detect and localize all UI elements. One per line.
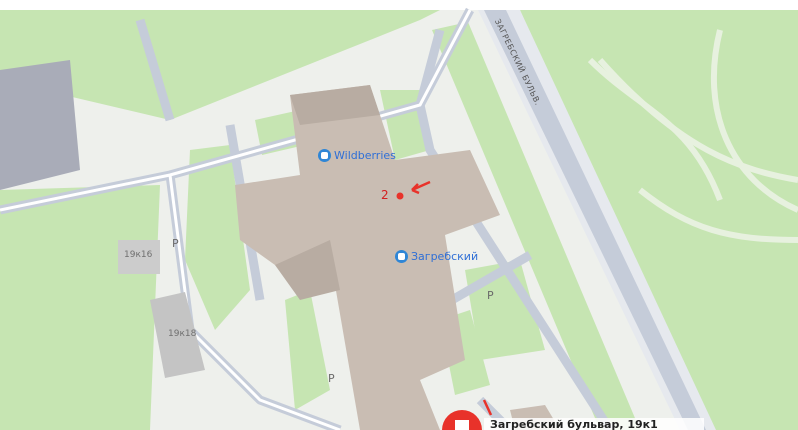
grey-area-left (0, 60, 80, 190)
pin-building-icon (455, 420, 469, 430)
poi-wildberries-label: Wildberries (334, 149, 396, 162)
boulevard-road (484, 10, 706, 430)
main-building (235, 85, 500, 430)
building-roof-shade (290, 85, 380, 125)
road-centerlines (0, 9, 472, 430)
park-area-right (520, 10, 798, 430)
poi-wildberries[interactable]: Wildberries (318, 149, 396, 162)
building-number-19k18: 19к18 (168, 329, 197, 339)
address-background (484, 418, 704, 430)
address-label[interactable]: Загребский бульвар, 19к1 (490, 418, 658, 430)
marker-dot[interactable] (396, 192, 404, 200)
green-top-left (0, 10, 440, 120)
parking-label-1: P (172, 237, 179, 250)
poi-zagrebsky[interactable]: Загребский (395, 250, 478, 263)
parking-label-2: P (487, 289, 494, 302)
green-strip-boulevard (432, 22, 640, 430)
park-paths (587, 29, 798, 243)
top-margin (0, 0, 798, 10)
parking-label-3: P (328, 372, 335, 385)
marker-number: 2 (381, 188, 389, 202)
building-19k18 (150, 292, 205, 378)
green-inner-1 (185, 145, 250, 330)
green-inner-6 (285, 290, 330, 410)
pin-arrow (482, 399, 493, 416)
building-19k16 (118, 240, 160, 274)
shop-bag-icon (318, 149, 331, 162)
poi-zagrebsky-label: Загребский (411, 250, 479, 263)
marker-arrow-head (411, 183, 420, 195)
building-number-19k16: 19к16 (124, 250, 153, 260)
building-shade-2 (275, 240, 340, 300)
green-left (0, 185, 160, 430)
building-poi-icon (395, 250, 408, 263)
